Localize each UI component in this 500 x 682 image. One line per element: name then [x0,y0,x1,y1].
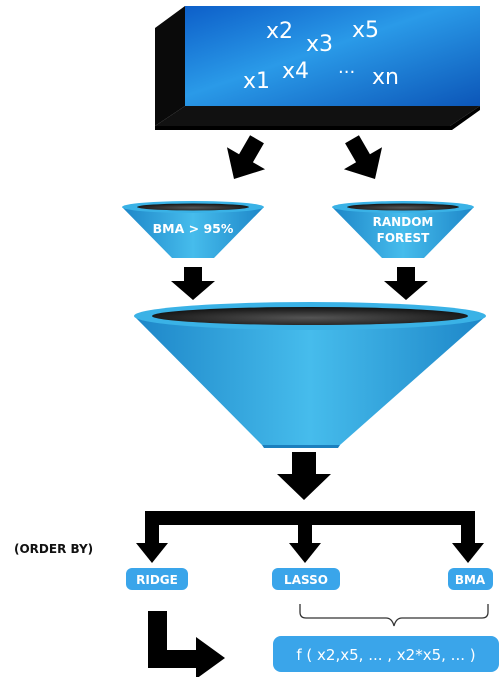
order-by-label: (ORDER BY) [14,542,93,556]
pill-ridge: RIDGE [126,568,188,590]
input-box-front [185,6,480,106]
pill-bma: BMA [448,568,493,590]
funnel-random-forest-label-line2: FOREST [377,231,430,245]
result-formula-box: f ( x2,x5, ... , x2*x5, ... ) [273,636,499,672]
branch-arrow-bma [452,543,484,563]
pill-ridge-label: RIDGE [136,573,178,587]
arrow-ridge-to-result [148,611,225,679]
arrow-funnel-to-branches [277,452,331,500]
branch-arrow-ridge [136,543,168,563]
funnel-combined [134,302,486,448]
variable-x1: x1 [243,69,270,94]
variable-x4: x4 [282,59,309,84]
variable-x3: x3 [306,32,333,57]
funnel-bma: BMA > 95% [122,201,264,258]
arrow-box-to-right-funnel [343,135,383,180]
order-branches [136,511,484,563]
arrow-box-to-left-funnel [226,135,266,180]
input-box: x2 x3 x5 x1 x4 ··· xn [155,6,480,130]
funnel-random-forest-label-line1: RANDOM [373,215,434,229]
input-box-bottom-edge [155,106,480,130]
pill-lasso: LASSO [272,568,340,590]
pill-bma-label: BMA [455,573,486,587]
funnel-bma-label: BMA > 95% [153,221,234,236]
branch-arrow-lasso [289,543,321,563]
input-box-side [155,6,185,126]
variable-ellipsis: ··· [338,62,355,83]
funnel-random-forest: RANDOM FOREST [332,201,474,258]
variable-xn: xn [372,65,399,90]
variable-x5: x5 [352,18,379,43]
result-formula-text: f ( x2,x5, ... , x2*x5, ... ) [296,646,475,664]
grouping-brace [299,604,489,627]
input-box-bottom [155,106,480,126]
variable-x2: x2 [266,19,293,44]
pill-lasso-label: LASSO [284,573,328,587]
arrow-left-funnel-down [171,267,215,300]
arrow-right-funnel-down [384,267,428,300]
